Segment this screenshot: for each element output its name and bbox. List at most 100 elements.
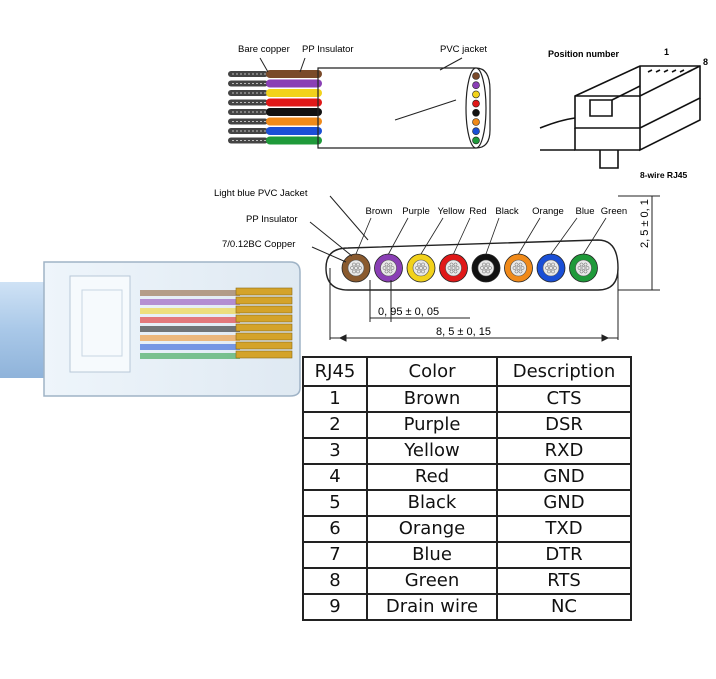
wire-end-dot <box>472 72 480 80</box>
copper-strand <box>553 266 557 270</box>
label-pvc-jacket: PVC jacket <box>440 44 487 55</box>
dim-height: 2, 5 ± 0, 1 <box>639 199 651 248</box>
plug-wire <box>140 299 240 305</box>
cell-pin: 5 <box>302 489 368 517</box>
wire-end-dot <box>472 109 480 117</box>
wire-name-label: Brown <box>366 206 393 217</box>
wire-end-dot <box>472 81 480 89</box>
wire-copper-core <box>412 259 430 277</box>
cell-pin: 8 <box>302 567 368 595</box>
wire-end-dot <box>472 127 480 135</box>
cell-color: Yellow <box>366 437 498 465</box>
copper-strand <box>421 262 425 267</box>
copper-strand <box>484 266 488 270</box>
copper-strand <box>449 269 454 274</box>
pinout-table-header: RJ45 Color Description <box>302 356 632 387</box>
cell-color: Drain wire <box>366 593 498 621</box>
copper-strand <box>514 269 519 274</box>
copper-strand <box>352 262 356 267</box>
pvc-jacket-outline <box>317 67 491 149</box>
cell-pin: 4 <box>302 463 368 491</box>
cell-pin: 6 <box>302 515 368 543</box>
plug-wire <box>140 335 240 341</box>
wire-name-label: Blue <box>575 206 594 217</box>
cell-pin: 7 <box>302 541 368 569</box>
cell-description: RXD <box>496 437 632 465</box>
wire-leader-line <box>355 217 372 255</box>
copper-strand <box>419 266 423 270</box>
plug-colored-wires <box>140 290 240 359</box>
cell-color: Brown <box>366 385 498 413</box>
plug-wire <box>140 353 240 359</box>
rj45-line-drawing <box>539 65 701 169</box>
cell-description: TXD <box>496 515 632 543</box>
flat-cable-wires <box>228 70 322 145</box>
wire-end-dot <box>472 118 480 126</box>
cell-color: Green <box>366 567 498 595</box>
copper-strand <box>356 262 360 267</box>
dim-width: 8, 5 ± 0, 15 <box>436 326 491 338</box>
copper-strand <box>516 266 521 270</box>
cell-color: Black <box>366 489 498 517</box>
wire-end-dot <box>472 99 480 108</box>
dimension-lines <box>329 195 660 342</box>
wire-copper-core <box>380 259 397 277</box>
wire-leader-line <box>550 217 578 255</box>
copper-strand <box>417 269 421 274</box>
copper-strand <box>388 269 393 274</box>
wire-copper-core <box>347 259 365 277</box>
wire-name-label: Black <box>495 206 518 217</box>
gold-pin <box>235 341 293 350</box>
copper-strand <box>486 262 490 267</box>
insulated-wire <box>266 136 322 145</box>
cell-color: Red <box>366 463 498 491</box>
cell-description: GND <box>496 489 632 517</box>
copper-strand <box>577 266 582 270</box>
copper-strand <box>512 266 517 270</box>
copper-strand <box>451 266 456 270</box>
label-copper: 7/0.12BC Copper <box>222 239 295 250</box>
copper-strand <box>579 262 584 267</box>
label-8-wire-rj45: 8-wire RJ45 <box>640 170 688 180</box>
header-rj45: RJ45 <box>302 356 368 387</box>
plug-wire <box>140 317 240 323</box>
header-description: Description <box>496 356 632 387</box>
wire-end-dot <box>472 136 480 145</box>
cell-description: GND <box>496 463 632 491</box>
wire-copper-core <box>542 259 560 277</box>
copper-strand <box>585 266 590 270</box>
copper-strand <box>453 262 458 267</box>
insulated-wire <box>266 117 322 126</box>
insulated-wire <box>266 98 322 107</box>
copper-strand <box>583 269 588 274</box>
copper-strand <box>354 266 358 270</box>
wire-copper-core <box>575 259 592 277</box>
copper-strand <box>547 262 551 267</box>
copper-strand <box>579 269 584 274</box>
plug-wire <box>140 308 240 314</box>
label-light-blue-jacket: Light blue PVC Jacket <box>214 188 308 199</box>
copper-strand <box>352 269 356 274</box>
copper-strand <box>384 262 389 267</box>
copper-strand <box>356 269 360 274</box>
label-bare-copper: Bare copper <box>238 44 290 55</box>
wire-name-label: Red <box>469 206 486 217</box>
plug-wire <box>140 326 240 332</box>
copper-strand <box>551 269 555 274</box>
plug-gold-pins <box>235 287 293 359</box>
gold-pin <box>235 350 293 359</box>
copper-strand <box>388 262 393 267</box>
label-position-number: Position number <box>548 49 620 59</box>
insulated-wire <box>266 108 322 116</box>
copper-strand <box>447 266 452 270</box>
copper-strand <box>386 266 391 270</box>
wire-end-dot <box>472 90 480 99</box>
